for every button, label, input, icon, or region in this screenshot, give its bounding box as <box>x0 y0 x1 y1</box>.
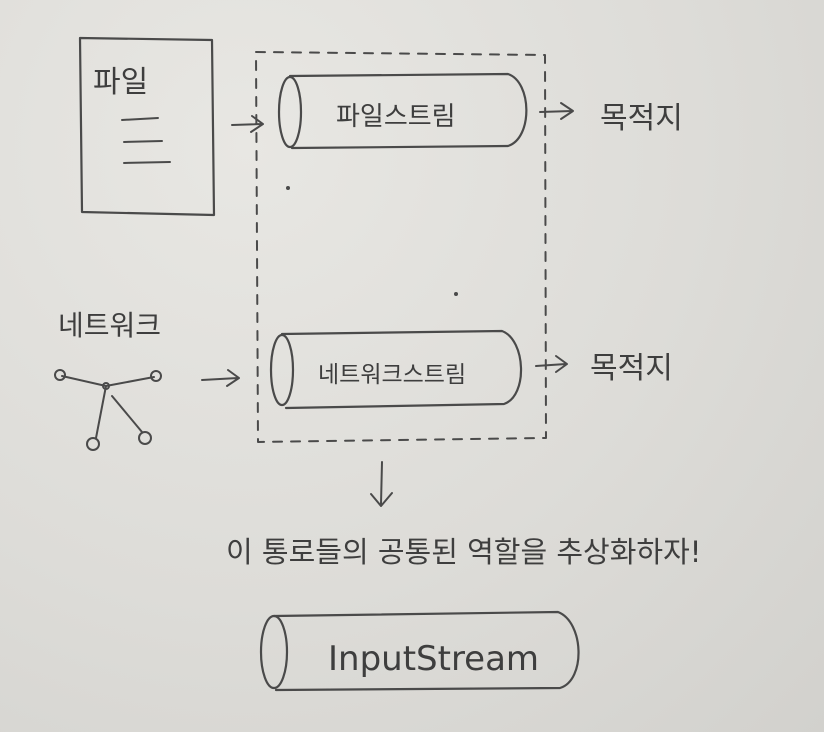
file-document-icon <box>78 36 216 217</box>
file-lines-icon <box>121 117 171 164</box>
file-stream-pipe <box>288 72 528 150</box>
stream-group-dashed-box <box>255 51 547 443</box>
pencil-dot <box>454 292 458 296</box>
arrow-right-icon <box>539 102 574 120</box>
file-stream: 파일스트림 <box>277 72 528 150</box>
file-stream-label: 파일스트림 <box>336 102 456 132</box>
arrow-right-icon <box>231 115 264 133</box>
network-label: 네트워크 <box>58 309 161 342</box>
network-destination-label: 목적지 <box>590 351 673 386</box>
arrow-right-icon <box>201 369 240 387</box>
caption-text: 이 통로들의 공통된 역할을 추상화하자! <box>226 535 701 569</box>
file-stream-pipe-end <box>277 75 303 149</box>
network-stream-pipe-end <box>269 333 295 407</box>
pencil-dot <box>286 186 290 190</box>
network-stream-label: 네트워크스트림 <box>318 362 466 388</box>
network-stream-pipe <box>280 329 523 410</box>
network-source: 네트워크 <box>54 309 162 451</box>
file-label: 파일 <box>93 65 148 100</box>
network-stream: 네트워크스트림 <box>269 329 523 410</box>
file-source: 파일 <box>78 36 216 217</box>
input-stream: InputStream <box>259 610 580 692</box>
network-graph-icon <box>54 369 162 451</box>
arrow-down-icon <box>370 461 393 507</box>
input-stream-label: InputStream <box>328 639 539 679</box>
input-stream-pipe <box>272 610 580 692</box>
file-destination-label: 목적지 <box>600 101 683 136</box>
input-stream-pipe-end <box>259 614 289 690</box>
arrow-right-icon <box>535 355 568 373</box>
